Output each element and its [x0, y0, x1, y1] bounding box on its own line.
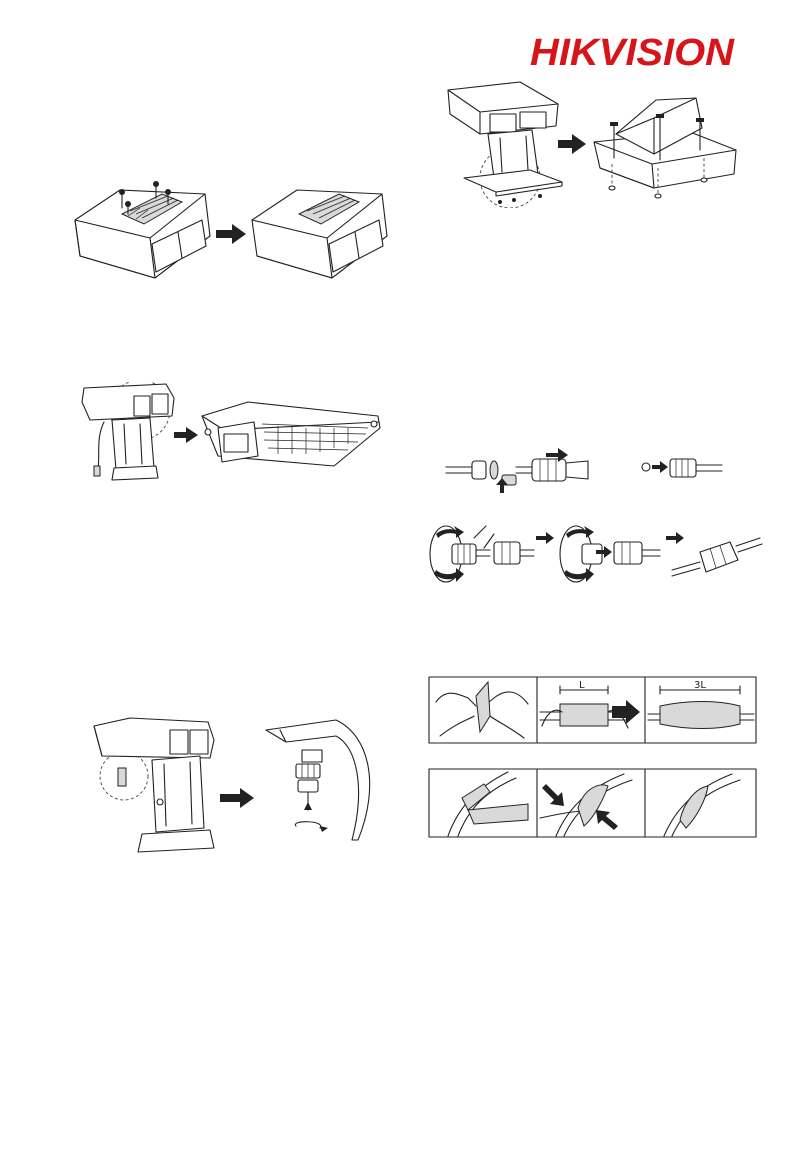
figure-connector-rotate: [424, 520, 764, 586]
wrap-label: 3L: [694, 680, 706, 691]
figure-tape-steps: L 3L: [428, 676, 758, 746]
arrow-right-icon: [216, 224, 246, 244]
figure-connector-assembly: [442, 445, 742, 495]
figure-connector-housing: [90, 716, 390, 856]
hikvision-logo: HIKVISION: [530, 32, 736, 72]
figure-housing-open: [78, 382, 388, 482]
logo-text: HIKVISION: [530, 32, 736, 72]
length-label: L: [579, 680, 585, 691]
figure-tape-wrap: [428, 768, 758, 840]
figure-base-mounting: [440, 78, 740, 208]
figure-sunshield-screws: [70, 178, 390, 293]
